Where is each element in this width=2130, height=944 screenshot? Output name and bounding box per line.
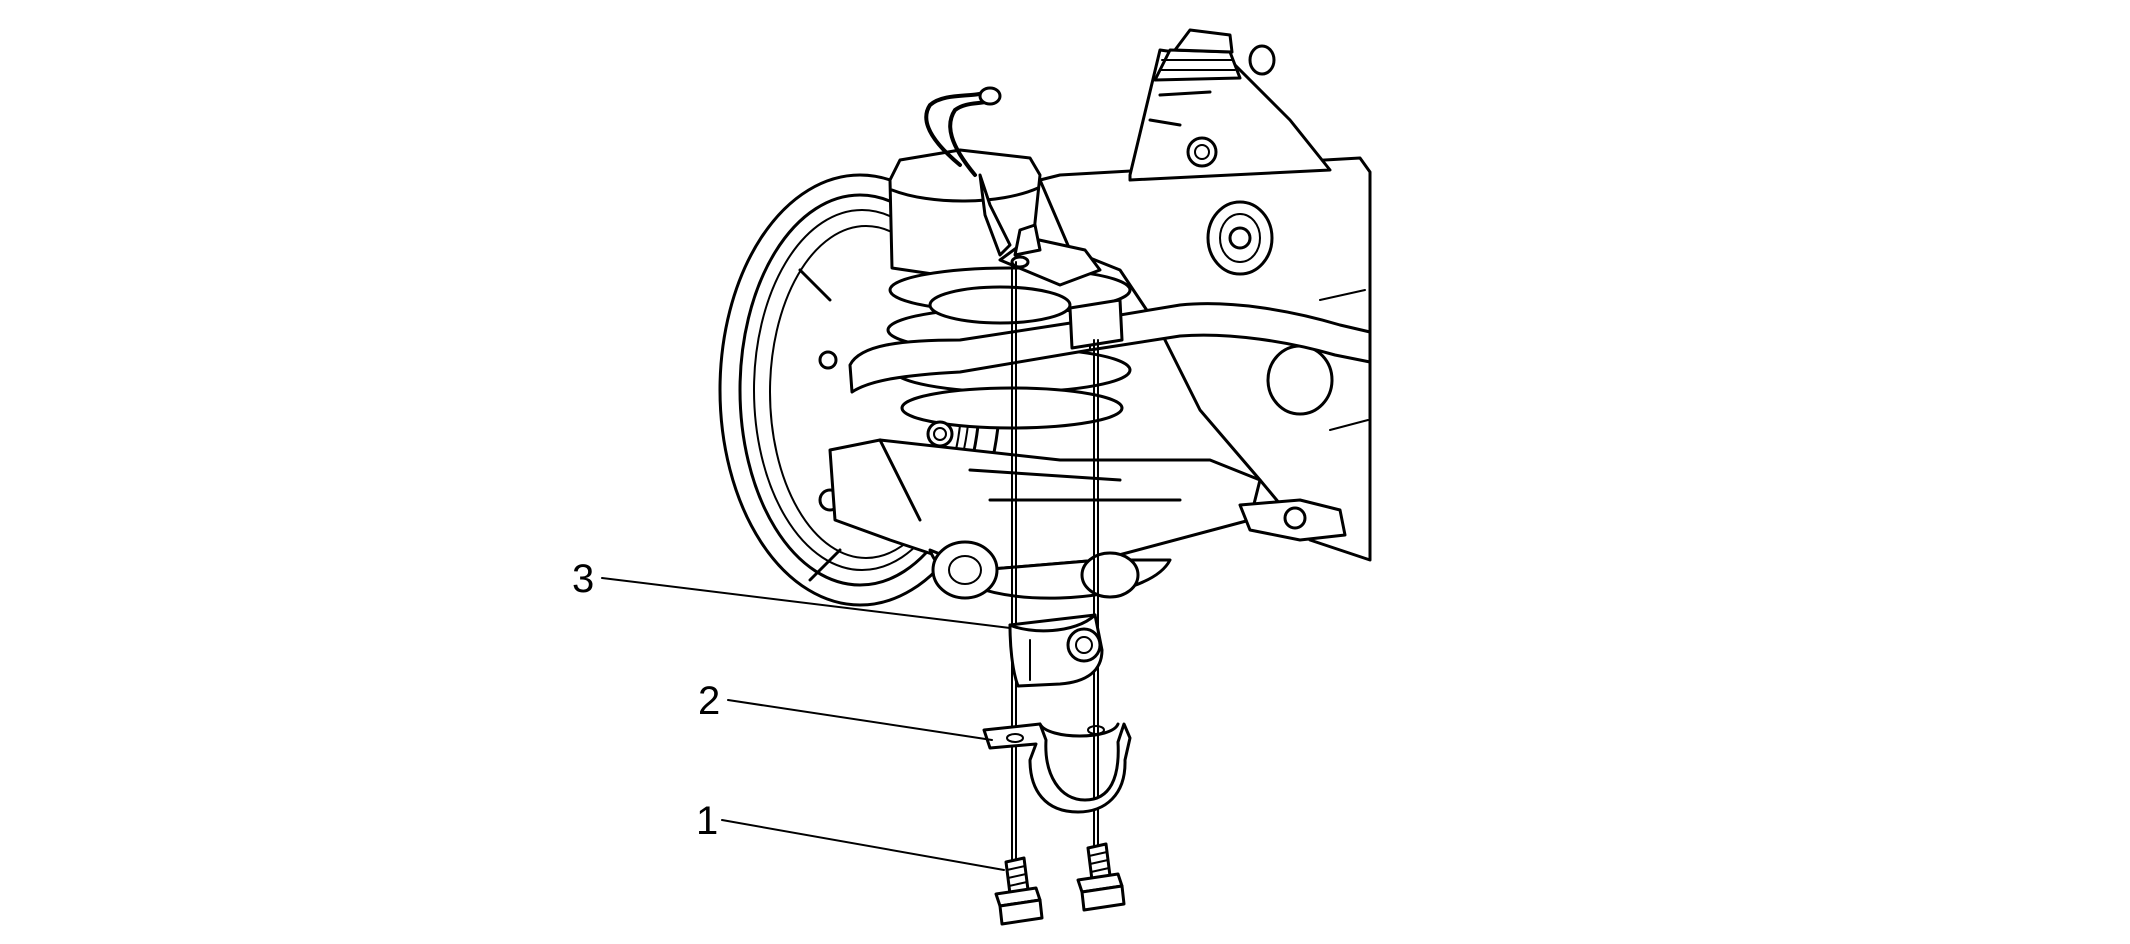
- strut-mount-upper: [888, 86, 1042, 280]
- stabilizer-bar-clamp-bolt[interactable]: [994, 842, 1126, 926]
- callout-leaders: [601, 577, 1011, 871]
- bolt-alignment-lines: [1011, 261, 1099, 863]
- callout-labels: 3 2 1: [572, 557, 720, 843]
- callout-label-1: 1: [696, 799, 718, 843]
- bolt-left[interactable]: [994, 856, 1044, 926]
- callout-label-2: 2: [698, 679, 720, 723]
- stabilizer-bar-mount-bracket: [998, 223, 1102, 287]
- callout-label-3: 3: [572, 557, 594, 601]
- leader-line-2: [727, 699, 993, 741]
- stabilizer-bar-clamp[interactable]: [982, 722, 1132, 814]
- lower-control-arm: [828, 420, 1347, 600]
- rear-axle-beam: [1038, 28, 1372, 562]
- bolt-right[interactable]: [1076, 842, 1126, 912]
- stabilizer-bar-bushing[interactable]: [1008, 613, 1104, 688]
- leader-line-1: [721, 819, 1005, 871]
- leader-line-3: [601, 577, 1011, 629]
- stabilizer-bar: [848, 298, 1372, 394]
